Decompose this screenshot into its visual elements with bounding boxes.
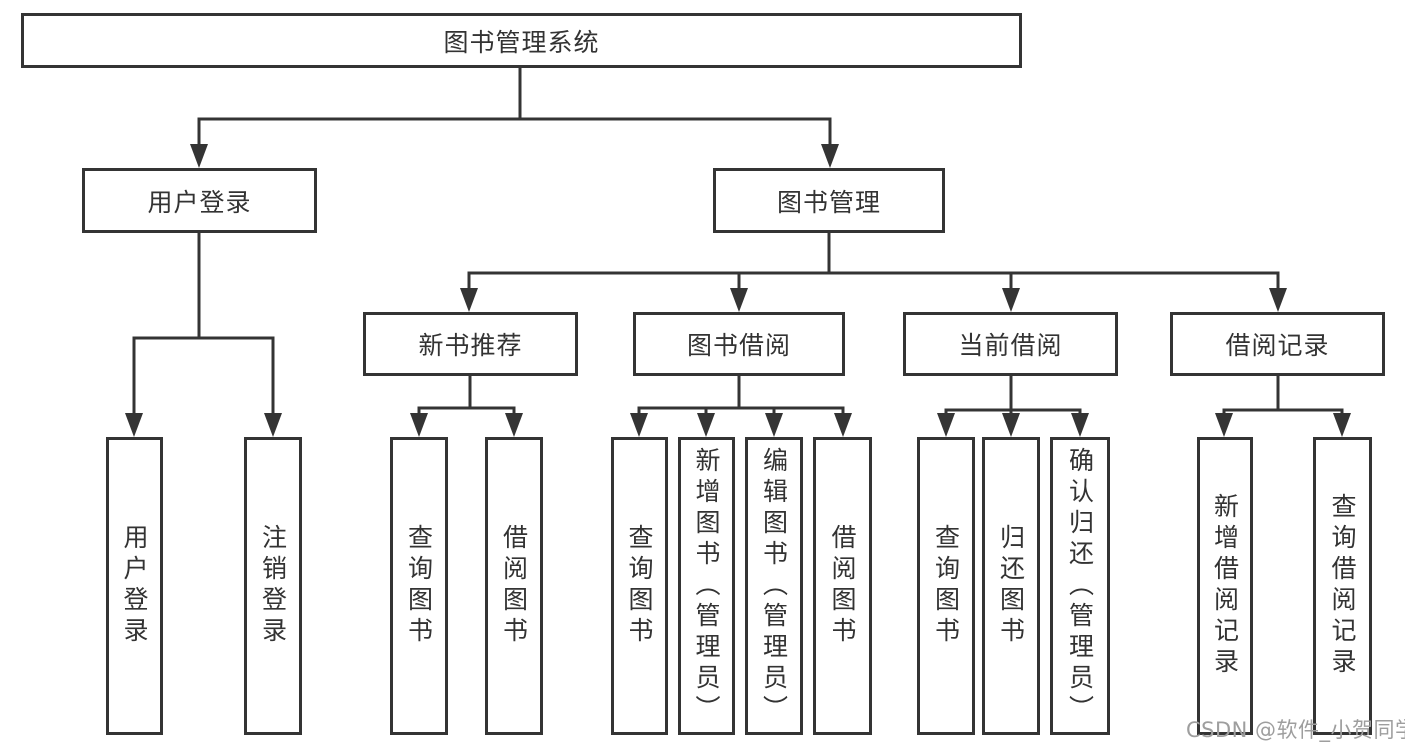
arrowhead [1002,413,1020,437]
arrowhead [630,413,648,437]
edge-root-to-level2 [197,65,832,148]
csdn-watermark: CSDN @软件_小贺同学 [1186,718,1405,742]
leaf-query-books-recommend: 查询图书 [390,437,448,735]
leaf-borrow-books: 借阅图书 [813,437,872,735]
arrowhead [1071,413,1089,437]
arrowhead [125,413,143,437]
arrowhead [190,144,208,168]
arrowhead [1002,288,1020,312]
arrowhead [1269,288,1287,312]
arrowhead [730,288,748,312]
arrowhead [937,413,955,437]
edge-book-management-children [467,231,1280,292]
arrowhead [765,413,783,437]
leaf-add-books-admin: 新增图书（管理员） [678,437,735,735]
arrowhead [460,288,478,312]
arrowhead [834,413,852,437]
node-borrow-records: 借阅记录 [1170,312,1385,376]
arrowhead [264,413,282,437]
leaf-query-borrow-record: 查询借阅记录 [1313,437,1372,735]
arrowhead [410,413,428,437]
leaf-borrow-books-recommend: 借阅图书 [485,437,543,735]
arrowhead [1215,413,1233,437]
leaf-edit-books-admin: 编辑图书（管理员） [745,437,803,735]
node-user-login: 用户登录 [82,168,317,233]
node-current-borrow: 当前借阅 [903,312,1118,376]
edge-current-borrow-children [944,374,1082,419]
leaf-logout: 注销登录 [244,437,302,735]
node-book-borrow: 图书借阅 [633,312,845,376]
edge-borrow-records-children [1222,374,1344,419]
leaf-confirm-return-admin: 确认归还（管理员） [1050,437,1110,735]
arrowhead [821,144,839,168]
leaf-user-login: 用户登录 [106,437,163,735]
arrowhead [505,413,523,437]
edge-new-book-recommend-children [417,374,516,419]
leaf-query-books-current: 查询图书 [917,437,975,735]
node-new-book-recommend: 新书推荐 [363,312,578,376]
arrowhead [697,413,715,437]
node-book-management: 图书管理 [713,168,945,233]
edge-user-login-children [132,231,275,417]
arrowhead [1333,413,1351,437]
leaf-query-books-borrow: 查询图书 [611,437,668,735]
leaf-return-books: 归还图书 [982,437,1040,735]
leaf-add-borrow-record: 新增借阅记录 [1197,437,1253,735]
edge-book-borrow-children [637,374,845,419]
node-library-management-system: 图书管理系统 [21,13,1022,68]
